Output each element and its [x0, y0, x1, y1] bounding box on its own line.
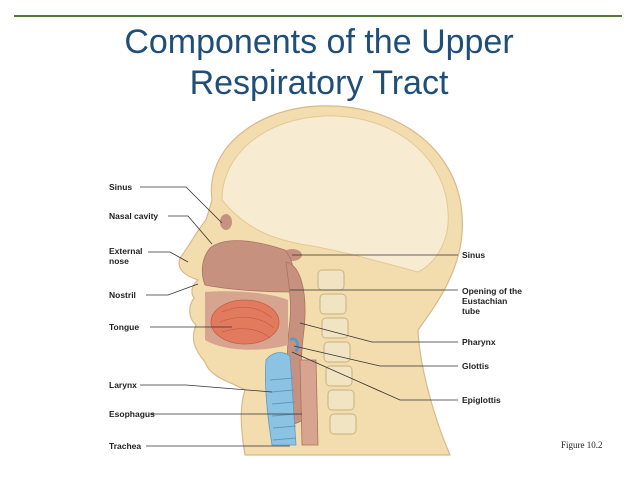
- trachea: [265, 352, 297, 446]
- esophagus-tube: [299, 359, 319, 446]
- label-trachea: Trachea: [109, 441, 142, 451]
- slide-title: Components of the Upper Respiratory Trac…: [0, 22, 638, 104]
- label-larynx: Larynx: [109, 380, 137, 390]
- label-eustachian-tube: Opening of the Eustachian tube: [462, 286, 522, 316]
- label-glottis: Glottis: [462, 361, 489, 371]
- label-epiglottis: Epiglottis: [462, 395, 501, 405]
- label-external-nose: External nose: [109, 246, 143, 266]
- epiglottis-flap: [289, 337, 300, 353]
- top-rule: [14, 15, 622, 17]
- skull: [221, 115, 449, 273]
- label-pharynx: Pharynx: [462, 337, 496, 347]
- label-tongue: Tongue: [109, 322, 140, 332]
- slide-title-line-2: Respiratory Tract: [189, 64, 449, 102]
- figure-caption: Figure 10.2: [561, 440, 603, 450]
- leader-lines: [140, 186, 458, 447]
- label-sinus-right: Sinus: [462, 250, 486, 260]
- cervical-spine: [317, 269, 357, 435]
- label-nasal-cavity: Nasal cavity: [109, 211, 159, 221]
- frontal-sinus: [220, 214, 232, 230]
- head-cross-section-illustration: [140, 105, 463, 456]
- nasal-cavity: [201, 240, 295, 293]
- label-nostril: Nostril: [109, 290, 136, 300]
- label-esophagus: Esophagus: [109, 409, 155, 419]
- tongue-lines: [219, 306, 275, 339]
- slide-title-line-1: Components of the Upper: [124, 23, 514, 61]
- label-sinus-left: Sinus: [109, 182, 133, 192]
